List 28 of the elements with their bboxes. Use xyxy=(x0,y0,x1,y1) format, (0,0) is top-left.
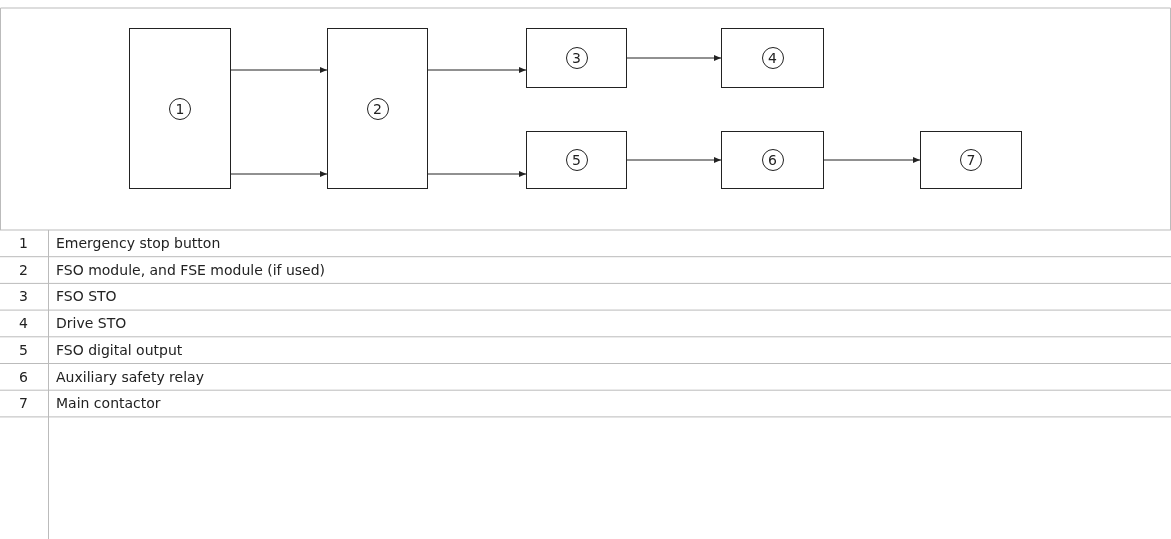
block-box xyxy=(129,28,231,189)
row-number: 3 xyxy=(19,287,28,307)
arrow xyxy=(427,171,527,177)
table-cell-text: Auxiliary safety relay xyxy=(56,367,204,387)
row-number: 7 xyxy=(19,394,28,414)
table-cell-text: Drive STO xyxy=(56,314,127,334)
block-box xyxy=(526,28,627,88)
table-cell-text: FSO digital output xyxy=(56,340,183,360)
arrow xyxy=(823,157,921,163)
row-number: 6 xyxy=(19,367,28,387)
arrow xyxy=(230,171,328,177)
block-box xyxy=(721,28,824,88)
row-number: 5 xyxy=(19,340,28,360)
row-number: 4 xyxy=(19,314,28,334)
block-box xyxy=(526,131,627,189)
table-cell-text: Main contactor xyxy=(56,394,161,414)
row-number: 1 xyxy=(19,234,28,253)
arrow xyxy=(427,67,527,73)
block-box xyxy=(327,28,428,189)
row-number: 2 xyxy=(19,260,28,280)
arrow xyxy=(626,157,722,163)
arrow xyxy=(230,67,328,73)
block-box xyxy=(920,131,1022,189)
table-cell-text: Emergency stop button xyxy=(56,234,221,253)
table-cell-text: FSO module, and FSE module (if used) xyxy=(56,260,326,280)
table-cell-text: FSO STO xyxy=(56,287,117,307)
arrow xyxy=(626,55,722,61)
block-box xyxy=(721,131,824,189)
